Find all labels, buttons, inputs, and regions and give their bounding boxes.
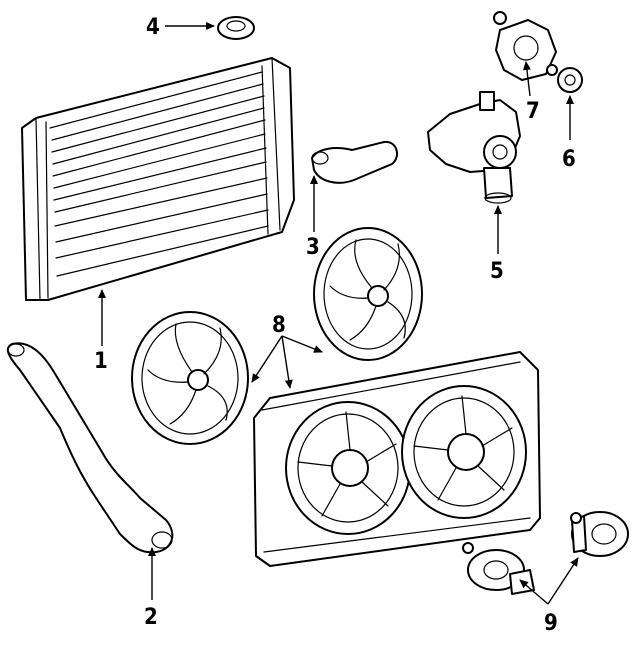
fan-shroud-assembly	[253, 351, 541, 567]
upper-radiator-hose	[311, 140, 399, 184]
callout-3: 3	[306, 235, 320, 260]
radiator-cap	[217, 16, 255, 40]
callout-8: 8	[272, 313, 286, 338]
water-pump	[427, 91, 521, 204]
callout-7: 7	[526, 99, 540, 124]
fan-motor-right	[570, 511, 629, 557]
thermostat	[546, 64, 583, 93]
fan-blade-left	[131, 311, 249, 445]
callout-4: 4	[146, 15, 160, 40]
fan-blade-upper	[313, 227, 423, 361]
callout-2: 2	[144, 605, 158, 630]
leader-lines	[98, 22, 579, 605]
callout-9: 9	[544, 611, 558, 636]
radiator	[21, 57, 295, 301]
callout-1: 1	[94, 349, 108, 374]
callout-5: 5	[490, 259, 504, 284]
fan-motor-left	[462, 542, 535, 595]
callout-6: 6	[562, 147, 576, 172]
thermostat-housing	[493, 11, 557, 81]
